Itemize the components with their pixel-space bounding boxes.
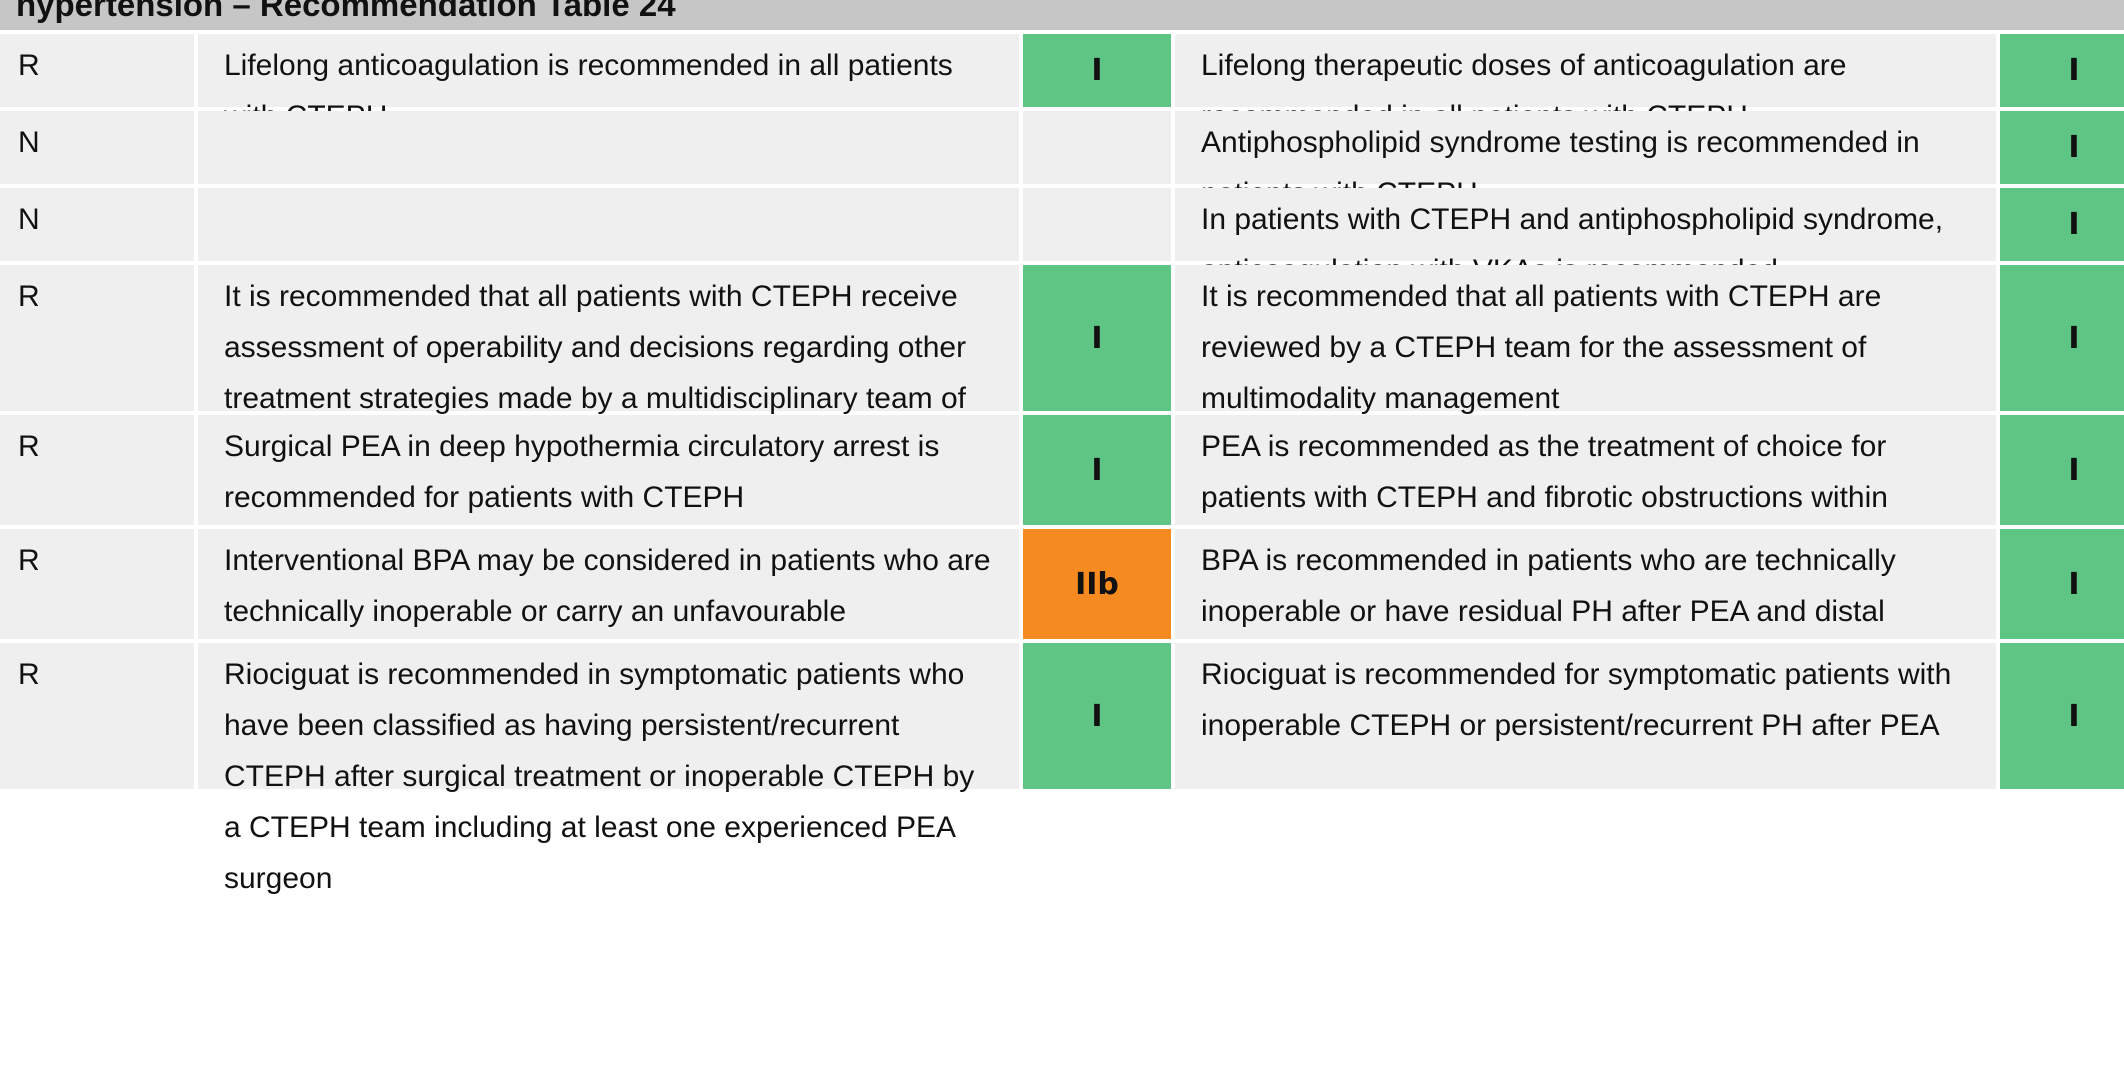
- row-type: N: [0, 111, 194, 184]
- new-class-badge: I: [2000, 415, 2124, 525]
- table-title: hypertension – Recommendation Table 24: [16, 0, 676, 23]
- old-class-badge: I: [1023, 265, 1171, 411]
- old-recommendation-text: Lifelong anticoagulation is recommended …: [198, 34, 1019, 133]
- old-recommendation-text: It is recommended that all patients with…: [198, 265, 1019, 466]
- old-class-badge: I: [1023, 34, 1171, 107]
- new-recommendation-text: PEA is recommended as the treatment of c…: [1175, 415, 1996, 565]
- old-class-badge: [1023, 188, 1171, 261]
- new-recommendation-text: Lifelong therapeutic doses of anticoagul…: [1175, 34, 1996, 133]
- new-recommendation-text: Riociguat is recommended for symptomatic…: [1175, 643, 1996, 789]
- new-class-badge: I: [2000, 34, 2124, 107]
- row-type: R: [0, 415, 194, 525]
- table-header-bar: hypertension – Recommendation Table 24: [0, 0, 2124, 30]
- old-class-badge: IIb: [1023, 529, 1171, 639]
- old-recommendation-text: Riociguat is recommended in symptomatic …: [198, 643, 1019, 895]
- new-class-badge: I: [2000, 643, 2124, 789]
- new-class-badge: I: [2000, 111, 2124, 184]
- new-class-badge: I: [2000, 529, 2124, 639]
- old-recommendation-text: [198, 111, 1019, 184]
- new-recommendation-text: It is recommended that all patients with…: [1175, 265, 1996, 415]
- row-type: R: [0, 643, 194, 789]
- old-recommendation-text: [198, 188, 1019, 261]
- old-class-badge: [1023, 111, 1171, 184]
- new-recommendation-text: Antiphospholipid syndrome testing is rec…: [1175, 111, 1996, 210]
- row-type: R: [0, 265, 194, 411]
- new-class-badge: I: [2000, 188, 2124, 261]
- old-recommendation-text: Interventional BPA may be considered in …: [198, 529, 1019, 679]
- row-type: R: [0, 34, 194, 107]
- new-recommendation-text: BPA is recommended in patients who are t…: [1175, 529, 1996, 679]
- old-class-badge: I: [1023, 643, 1171, 789]
- new-recommendation-text: In patients with CTEPH and antiphospholi…: [1175, 188, 1996, 287]
- row-type: R: [0, 529, 194, 639]
- row-type: N: [0, 188, 194, 261]
- new-class-badge: I: [2000, 265, 2124, 411]
- old-recommendation-text: Surgical PEA in deep hypothermia circula…: [198, 415, 1019, 525]
- old-class-badge: I: [1023, 415, 1171, 525]
